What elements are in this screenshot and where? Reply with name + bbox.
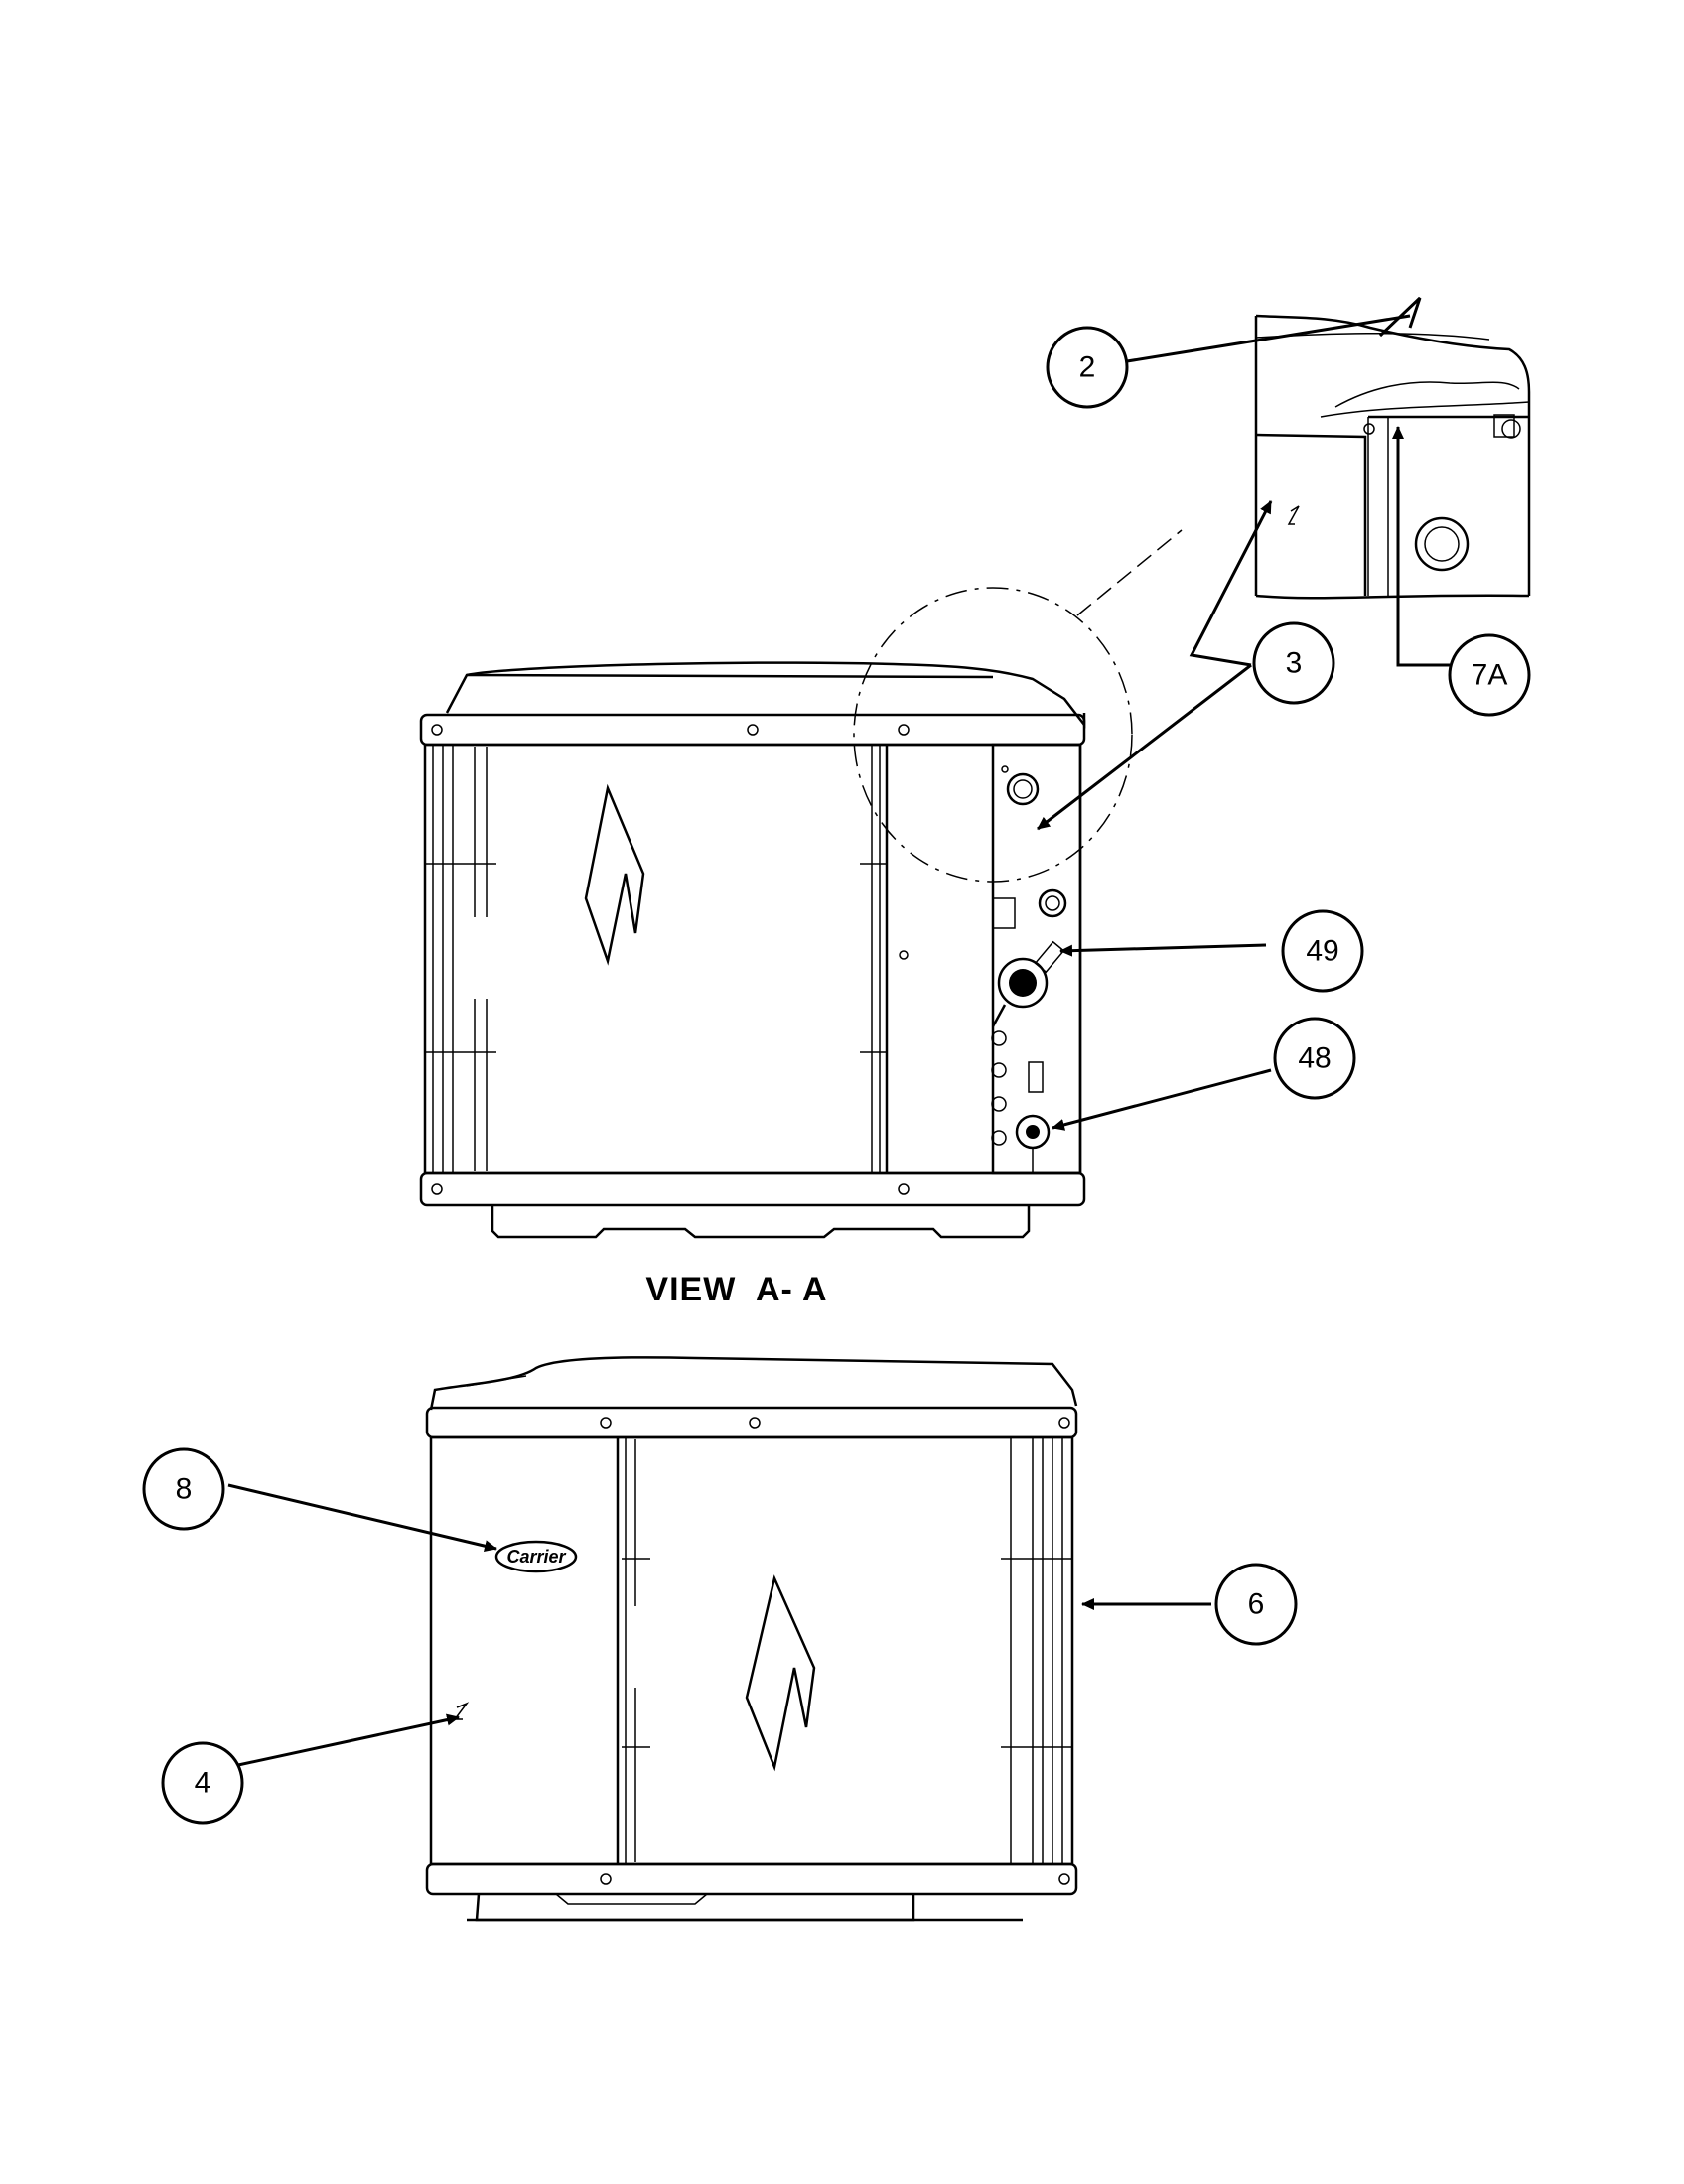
- callout-3: 3: [1252, 621, 1335, 705]
- leader-4: [237, 1713, 460, 1767]
- callout-8: 8: [142, 1447, 225, 1531]
- leader-2-arrow: [1378, 296, 1422, 338]
- carrier-logo: Carrier: [494, 1540, 578, 1573]
- svg-text:3: 3: [1286, 647, 1303, 680]
- leader-8: [227, 1483, 497, 1553]
- leader-2: [1126, 314, 1411, 363]
- lower-unit: Carrier: [425, 1356, 1078, 1922]
- svg-text:2: 2: [1079, 351, 1096, 384]
- leader-49: [1059, 943, 1267, 957]
- callout-4: 4: [161, 1741, 244, 1825]
- callout-2: 2: [1046, 326, 1129, 409]
- svg-text:6: 6: [1248, 1588, 1265, 1621]
- detail-inset: [1254, 314, 1531, 600]
- detail-circle: [853, 587, 1133, 883]
- detail-leader: [1076, 529, 1183, 616]
- callout-49: 49: [1281, 909, 1364, 993]
- callout-48: 48: [1273, 1017, 1356, 1100]
- callout-7a: 7A: [1448, 633, 1531, 717]
- svg-text:4: 4: [195, 1767, 211, 1800]
- leader-48: [1052, 1068, 1272, 1131]
- view-caption: VIEW A- A: [645, 1271, 827, 1308]
- callout-6: 6: [1214, 1563, 1298, 1646]
- svg-text:7A: 7A: [1472, 659, 1508, 692]
- svg-text:8: 8: [176, 1473, 193, 1506]
- leader-7a: [1392, 426, 1450, 667]
- leader-3-b: [1037, 663, 1252, 831]
- svg-text:48: 48: [1298, 1042, 1331, 1075]
- svg-text:Carrier: Carrier: [506, 1547, 566, 1567]
- leader-3-a: [1189, 500, 1273, 667]
- svg-text:49: 49: [1306, 935, 1338, 968]
- view-aa-unit: [419, 661, 1086, 1239]
